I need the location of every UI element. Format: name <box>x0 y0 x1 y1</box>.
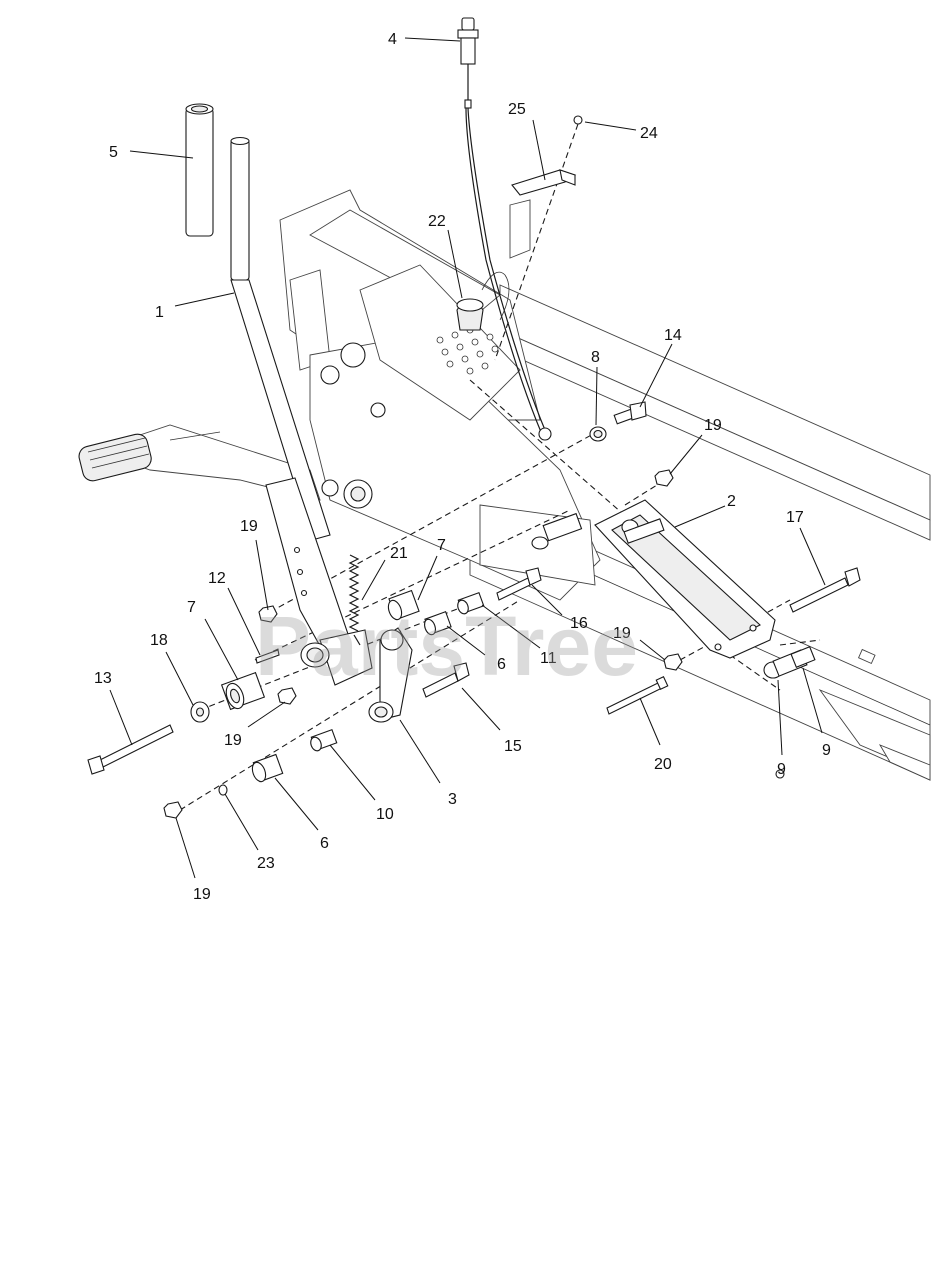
leader-lines <box>109 37 826 879</box>
callout-12: 12 <box>208 570 226 587</box>
callout-19-bottom: 19 <box>193 886 211 903</box>
part-6-bushing-lower <box>251 753 284 783</box>
bushings <box>220 567 542 783</box>
tower-bracket <box>279 189 601 601</box>
part-17-bolt <box>789 567 861 613</box>
callout-11: 11 <box>540 650 557 667</box>
callout-7-upper: 7 <box>437 537 446 554</box>
callout-6-lower: 6 <box>320 835 329 852</box>
part-20-pin <box>606 676 669 715</box>
watermark: PartsTree <box>255 599 638 693</box>
part-24-screw <box>573 115 583 125</box>
part-2-linkage <box>594 499 776 659</box>
callout-6-upper: 6 <box>497 656 506 673</box>
callout-5: 5 <box>109 144 118 161</box>
part-9-clevis <box>763 646 816 779</box>
part-21-spring <box>348 554 361 646</box>
part-4-cable <box>457 17 552 441</box>
callout-22: 22 <box>428 213 446 230</box>
part-6-bushing-upper <box>424 611 452 636</box>
part-22-cap <box>456 298 484 331</box>
callout-7-lower: 7 <box>187 599 196 616</box>
part-7-bushing-upper <box>387 589 420 621</box>
callout-17: 17 <box>786 509 804 526</box>
callout-19-right: 19 <box>613 625 631 642</box>
callout-24: 24 <box>640 125 658 142</box>
part-7-bushing-lower <box>220 671 266 711</box>
callouts: 4 5 1 25 24 22 14 8 19 2 17 19 21 7 12 7… <box>94 31 831 903</box>
callout-19-mid: 19 <box>224 732 242 749</box>
pedal-shaft <box>78 424 321 501</box>
part-10-bushing <box>310 728 338 752</box>
callout-2: 2 <box>727 493 736 510</box>
callout-21: 21 <box>390 545 408 562</box>
callout-19-left-top: 19 <box>240 518 258 535</box>
callout-9-right: 9 <box>822 742 831 759</box>
part-16-bolt <box>496 567 542 601</box>
callout-10: 10 <box>376 806 394 823</box>
part-12-pin <box>255 649 280 664</box>
part-14-bolt <box>613 401 647 425</box>
callout-4: 4 <box>388 31 397 48</box>
part-8-bushing <box>589 426 607 442</box>
callout-25: 25 <box>508 101 526 118</box>
part-18-washer <box>190 701 210 723</box>
callout-15: 15 <box>504 738 522 755</box>
callout-19-top: 19 <box>704 417 722 434</box>
part-13-bolt <box>87 724 174 775</box>
part-5-grip-tube <box>185 103 214 237</box>
part-23-washer <box>218 784 228 796</box>
part-25-bracket <box>511 169 577 196</box>
callout-1: 1 <box>155 304 164 321</box>
part-11-bushing <box>457 591 485 615</box>
callout-13: 13 <box>94 670 112 687</box>
part-1-brake-lever <box>230 136 373 686</box>
part-19-nuts <box>163 469 683 819</box>
callout-16: 16 <box>570 615 588 632</box>
callout-9-left: 9 <box>777 761 786 778</box>
callout-8: 8 <box>591 349 600 366</box>
callout-23: 23 <box>257 855 275 872</box>
part-3-pivot-arm <box>368 627 413 723</box>
callout-3: 3 <box>448 791 457 808</box>
callout-18: 18 <box>150 632 168 649</box>
callout-20: 20 <box>654 756 672 773</box>
part-15-bolt <box>422 662 470 698</box>
callout-14: 14 <box>664 327 682 344</box>
